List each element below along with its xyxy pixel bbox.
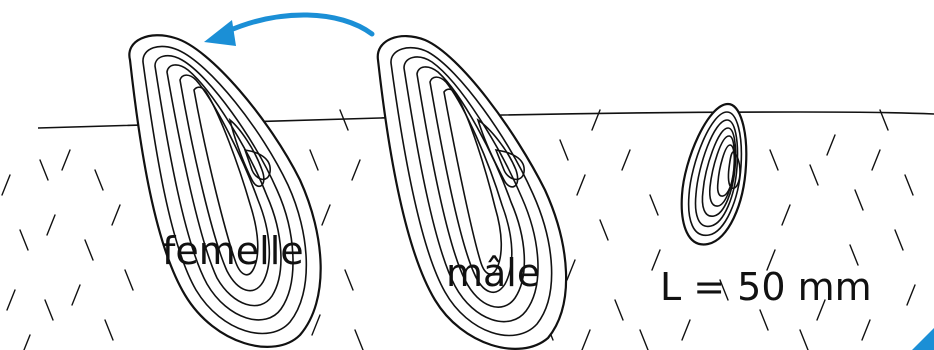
hatch-mark (20, 230, 28, 250)
hatch-mark (905, 175, 913, 195)
hatch-mark (577, 175, 585, 195)
hatch-mark (895, 230, 903, 250)
hatch-mark (105, 320, 113, 340)
hatch-mark (45, 300, 53, 320)
hatch-mark (862, 320, 870, 340)
hatch-mark (872, 150, 880, 170)
hatch-mark (622, 150, 630, 170)
hatch-mark (600, 220, 608, 240)
hatch-mark (652, 250, 660, 270)
hatch-mark (2, 175, 10, 195)
hatch-mark (310, 150, 318, 170)
hatch-mark (760, 310, 768, 330)
hatch-mark (62, 150, 70, 170)
hatch-mark (800, 330, 808, 350)
hatch-mark (560, 140, 568, 160)
hatch-mark (355, 330, 363, 350)
curved-arrow-icon (204, 15, 372, 46)
hatch-mark (322, 205, 330, 225)
female-shell (129, 35, 320, 347)
label-length: L = 50 mm (660, 265, 872, 309)
hatch-mark (95, 170, 103, 190)
small-shell (682, 104, 747, 244)
hatch-mark (85, 240, 93, 260)
hatch-mark (352, 160, 360, 180)
hatch-mark (827, 135, 835, 155)
hatch-mark (582, 330, 590, 350)
hatch-mark (22, 335, 30, 350)
hatch-mark (682, 320, 690, 340)
hatch-mark (770, 150, 778, 170)
hatch-mark (340, 110, 348, 130)
hatch-mark (345, 270, 353, 290)
hatch-mark (907, 285, 915, 305)
hatch-mark (567, 260, 575, 280)
hatch-mark (650, 195, 658, 215)
hatch-mark (312, 315, 320, 335)
hatch-mark (810, 165, 818, 185)
hatch-mark (40, 160, 48, 180)
partial-arrow-icon (912, 328, 934, 350)
male-shell (378, 36, 566, 349)
hatch-mark (7, 290, 15, 310)
hatch-mark (850, 245, 858, 265)
hatch-mark (47, 215, 55, 235)
label-female: femelle (162, 229, 304, 273)
hatch-mark (782, 205, 790, 225)
hatch-mark (615, 300, 623, 320)
hatch-mark (125, 270, 133, 290)
hatch-mark (72, 285, 80, 305)
hatch-mark (112, 205, 120, 225)
hatch-mark (640, 330, 648, 350)
hatch-mark (855, 190, 863, 210)
label-male: mâle (446, 251, 540, 295)
